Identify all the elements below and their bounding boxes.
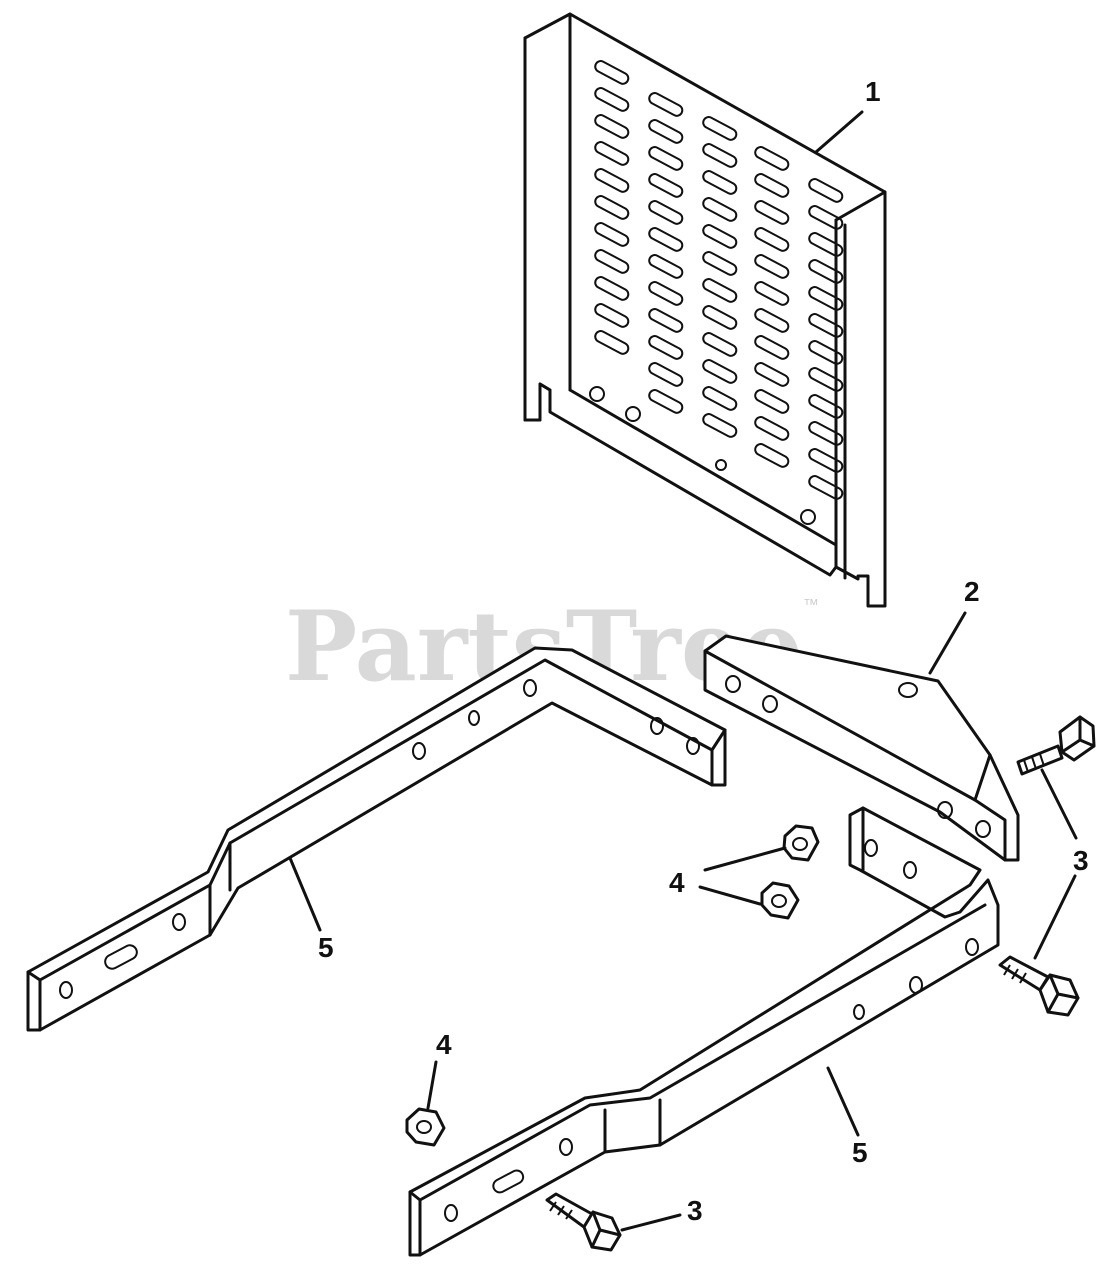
vent-slot xyxy=(594,114,630,139)
vent-slot xyxy=(594,60,630,85)
vent-slot xyxy=(754,416,790,441)
vent-slot xyxy=(648,173,684,198)
vent-slot xyxy=(754,362,790,387)
part-5-strap-right[interactable] xyxy=(408,806,1000,1257)
vent-slot xyxy=(594,168,630,193)
vent-slot xyxy=(808,286,844,311)
vent-slot xyxy=(702,197,738,222)
vent-slot xyxy=(648,281,684,306)
vent-slot xyxy=(702,305,738,330)
vent-slot xyxy=(754,254,790,279)
vent-slot xyxy=(702,386,738,411)
part-4-nut-bottom[interactable] xyxy=(405,1107,446,1147)
vent-slot xyxy=(702,251,738,276)
vent-slot xyxy=(648,119,684,144)
vent-slot xyxy=(754,335,790,360)
vent-slot xyxy=(808,421,844,446)
part-5-strap-left[interactable] xyxy=(26,646,727,1032)
vent-slot xyxy=(648,362,684,387)
vent-slot xyxy=(808,340,844,365)
vent-slots xyxy=(594,60,844,500)
vent-slot xyxy=(754,200,790,225)
part-1-grille-panel[interactable] xyxy=(523,12,887,608)
part-3-bolt-bottom[interactable] xyxy=(545,1192,622,1252)
callout-3-top: 3 xyxy=(1073,845,1089,876)
vent-slot xyxy=(594,222,630,247)
vent-slot xyxy=(808,475,844,500)
vent-slot xyxy=(594,330,630,355)
vent-slot xyxy=(702,359,738,384)
vent-slot xyxy=(808,394,844,419)
vent-slot xyxy=(702,143,738,168)
vent-slot xyxy=(808,259,844,284)
vent-slot xyxy=(702,170,738,195)
vent-slot xyxy=(754,146,790,171)
callout-5-left: 5 xyxy=(318,932,334,963)
callout-4-middle: 4 xyxy=(669,867,685,898)
callout-3-bottom: 3 xyxy=(687,1195,703,1226)
vent-slot xyxy=(594,87,630,112)
callout-numbers: 1 2 3 3 4 4 5 5 xyxy=(318,76,1089,1226)
vent-slot xyxy=(594,249,630,274)
part-2-mounting-bracket[interactable] xyxy=(703,634,1020,862)
vent-slot xyxy=(754,173,790,198)
vent-slot xyxy=(808,313,844,338)
vent-slot xyxy=(648,254,684,279)
vent-slot xyxy=(808,205,844,230)
callout-5-right: 5 xyxy=(852,1137,868,1168)
part-3-bolt-top[interactable] xyxy=(1016,715,1096,776)
vent-slot xyxy=(702,224,738,249)
vent-slot xyxy=(808,232,844,257)
vent-slot xyxy=(702,278,738,303)
vent-slot xyxy=(754,443,790,468)
callout-4-bottom: 4 xyxy=(436,1029,452,1060)
vent-slot xyxy=(594,303,630,328)
vent-slot xyxy=(594,195,630,220)
vent-slot xyxy=(702,332,738,357)
vent-slot xyxy=(702,413,738,438)
vent-slot xyxy=(754,389,790,414)
vent-slot xyxy=(648,389,684,414)
vent-slot xyxy=(648,227,684,252)
vent-slot xyxy=(594,276,630,301)
vent-slot xyxy=(754,281,790,306)
vent-slot xyxy=(648,335,684,360)
leader-lines xyxy=(288,110,1078,1232)
vent-slot xyxy=(754,227,790,252)
vent-slot xyxy=(594,141,630,166)
vent-slot xyxy=(648,200,684,225)
part-4-nut-upper[interactable] xyxy=(782,824,820,862)
vent-slot xyxy=(754,308,790,333)
watermark-trademark: ™ xyxy=(803,597,819,614)
vent-slot xyxy=(808,178,844,203)
part-3-bolt-middle[interactable] xyxy=(998,955,1080,1017)
callout-1: 1 xyxy=(865,76,881,107)
callout-2: 2 xyxy=(964,576,980,607)
vent-slot xyxy=(648,308,684,333)
vent-slot xyxy=(702,116,738,141)
vent-slot xyxy=(808,367,844,392)
vent-slot xyxy=(648,146,684,171)
part-4-nut-lower[interactable] xyxy=(760,881,800,920)
vent-slot xyxy=(808,448,844,473)
vent-slot xyxy=(648,92,684,117)
